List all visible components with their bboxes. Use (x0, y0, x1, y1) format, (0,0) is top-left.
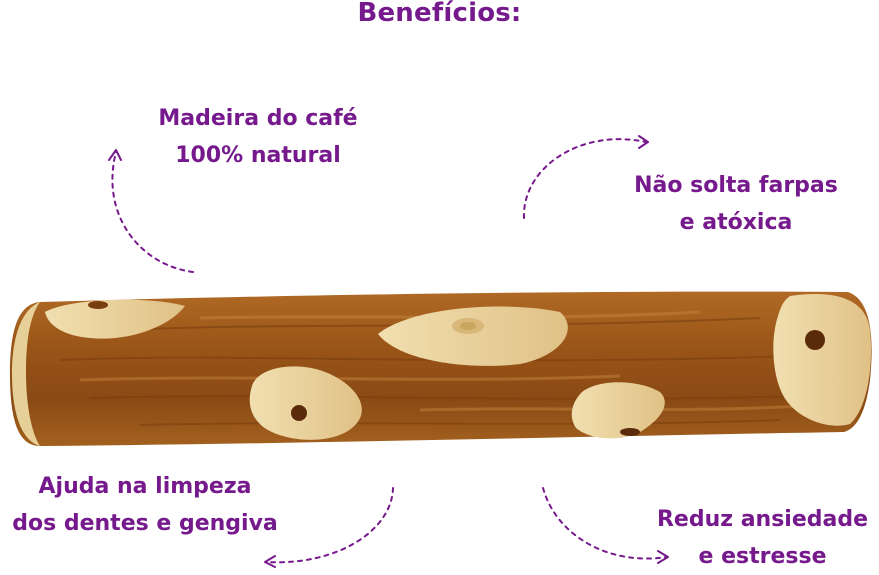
benefit-line: e atóxica (679, 210, 793, 235)
benefit-natural-wood: Madeira do café 100% natural (138, 100, 378, 174)
arrowhead-icon (638, 135, 649, 149)
stick-right-end (773, 293, 872, 426)
arrowhead-icon (108, 149, 122, 161)
knot (45, 299, 185, 339)
arrow-top-left-icon (111, 151, 194, 273)
arrowhead-icon (657, 550, 669, 564)
knot (571, 382, 665, 439)
knot (249, 366, 362, 440)
benefit-no-splinters: Não solta farpas e atóxica (606, 167, 866, 241)
benefit-line: Não solta farpas (634, 173, 838, 198)
arrow-bottom-left-icon (265, 487, 394, 564)
arrow-top-right-icon (522, 138, 647, 219)
benefit-line: Ajuda na limpeza (38, 474, 252, 499)
benefit-line: 100% natural (175, 143, 341, 168)
benefit-dental-cleaning: Ajuda na limpeza dos dentes e gengiva (0, 468, 290, 542)
page-title: Benefícios: (357, 0, 522, 28)
arrow-bottom-right-icon (542, 487, 668, 560)
benefit-line: e estresse (698, 544, 827, 569)
benefit-line: Reduz ansiedade (656, 507, 869, 532)
knot (378, 306, 568, 366)
benefit-line: dos dentes e gengiva (12, 511, 278, 536)
benefit-reduces-anxiety: Reduz ansiedade e estresse (646, 501, 879, 575)
benefit-line: Madeira do café (158, 106, 358, 131)
arrowhead-icon (264, 555, 276, 568)
stick-left-end (12, 302, 40, 446)
